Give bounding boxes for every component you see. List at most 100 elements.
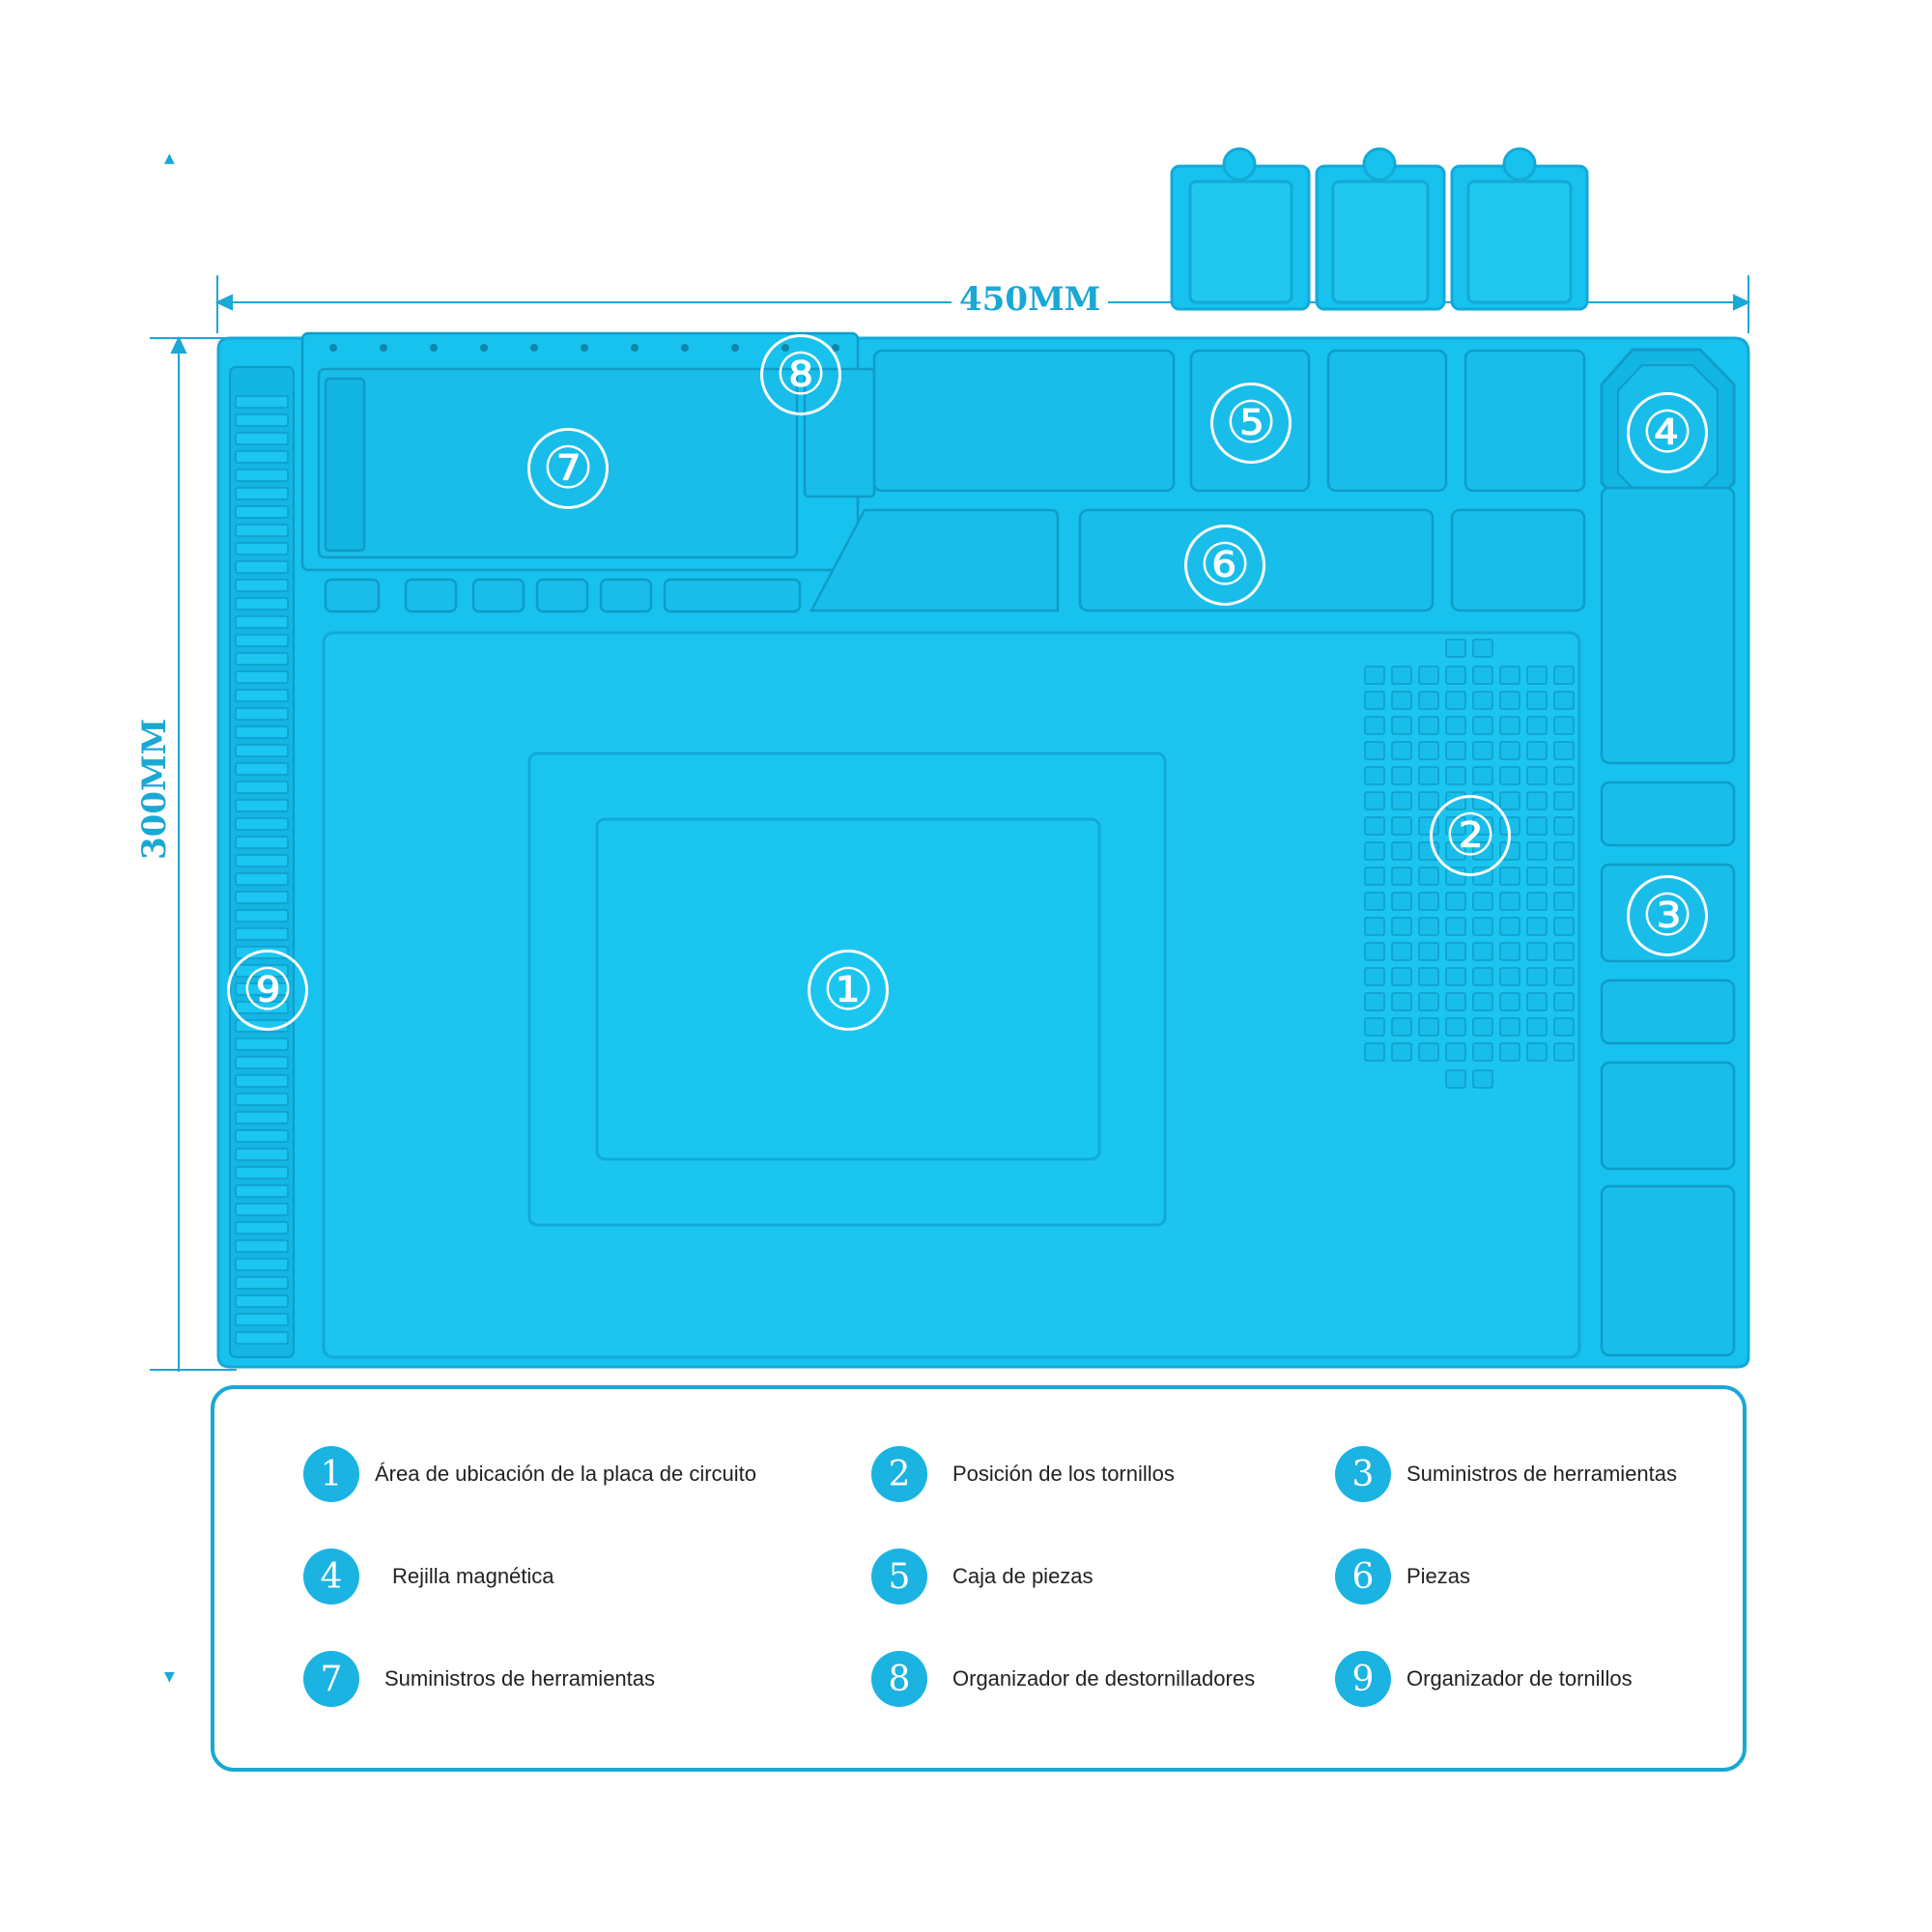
screw-cell	[1553, 741, 1575, 760]
marker-3: ③	[1627, 875, 1708, 956]
marker-4: ④	[1627, 392, 1708, 473]
screw-slot	[235, 652, 289, 666]
screw-slot	[235, 1203, 289, 1216]
screw-cell	[1553, 766, 1575, 785]
screw-cell	[1364, 741, 1385, 760]
bottom-arrow-icon: ▼	[164, 1669, 175, 1685]
screw-cell	[1553, 992, 1575, 1011]
screw-cell	[1364, 967, 1385, 986]
screw-cell	[1391, 741, 1412, 760]
screw-cell	[1472, 1069, 1493, 1089]
marker-2: ②	[1430, 795, 1511, 876]
screw-cell	[1418, 1042, 1439, 1062]
screw-cell	[1418, 766, 1439, 785]
screw-cell	[1445, 917, 1466, 936]
screw-slot	[235, 1258, 289, 1271]
legend-number-badge: 1	[303, 1446, 359, 1502]
marker-1: ①	[808, 950, 889, 1031]
screw-slot	[235, 615, 289, 629]
legend-label: Suministros de herramientas	[1406, 1462, 1678, 1486]
screw-cell	[1364, 766, 1385, 785]
screw-slot	[235, 1056, 289, 1069]
screw-slot	[235, 413, 289, 427]
screw-slot	[235, 1037, 289, 1051]
screw-slot	[235, 1111, 289, 1124]
screw-cell	[1553, 867, 1575, 886]
screw-cell	[1391, 942, 1412, 961]
screw-slot	[235, 689, 289, 702]
screw-cell	[1418, 666, 1439, 685]
screw-cell	[1418, 741, 1439, 760]
screw-slot	[235, 634, 289, 647]
screw-cell	[1472, 1017, 1493, 1037]
screw-cell	[1553, 666, 1575, 685]
legend-item-3: 3 Suministros de herramientas	[1335, 1445, 1677, 1503]
screw-cell	[1472, 942, 1493, 961]
legend-item-9: 9 Organizador de tornillos	[1335, 1650, 1633, 1708]
screw-cell	[1445, 639, 1466, 658]
screw-slot	[235, 432, 289, 445]
screw-slot	[235, 1239, 289, 1253]
marker-6: ⑥	[1184, 525, 1265, 606]
marker-7: ⑦	[527, 428, 609, 509]
parts-boxes-top	[1170, 147, 1589, 311]
svg-text:▲: ▲	[164, 151, 175, 166]
legend-number-badge: 8	[871, 1651, 927, 1707]
screw-slot	[235, 524, 289, 537]
screwdriver-hole	[480, 344, 488, 352]
screw-cell	[1499, 741, 1520, 760]
screwdriver-hole	[731, 344, 739, 352]
screw-cell	[1499, 766, 1520, 785]
screw-cell	[1391, 867, 1412, 886]
screw-slot	[235, 1074, 289, 1088]
screw-cell	[1553, 691, 1575, 710]
small-slot	[324, 578, 381, 613]
screw-cell	[1364, 791, 1385, 810]
screw-cell	[1472, 716, 1493, 735]
screw-slot	[235, 707, 289, 721]
screw-cell	[1391, 766, 1412, 785]
screw-cell	[1364, 992, 1385, 1011]
screw-cell	[1526, 816, 1548, 836]
marker-9: ⑨	[227, 950, 308, 1031]
marker-8: ⑧	[760, 334, 841, 415]
screwdriver-hole	[430, 344, 438, 352]
screw-cell	[1445, 967, 1466, 986]
screw-cell	[1418, 867, 1439, 886]
screw-cell	[1499, 716, 1520, 735]
screw-cell	[1364, 917, 1385, 936]
legend-number-badge: 7	[303, 1651, 359, 1707]
screw-slot	[235, 1221, 289, 1235]
small-slot	[535, 578, 589, 613]
legend-item-4: 4 Rejilla magnética	[303, 1548, 554, 1605]
legend-label: Organizador de destornilladores	[952, 1666, 1256, 1690]
screw-cell	[1472, 766, 1493, 785]
legend-label: Caja de piezas	[952, 1564, 1094, 1588]
screw-cell	[1445, 691, 1466, 710]
screw-cell	[1364, 1042, 1385, 1062]
screw-slot	[235, 395, 289, 409]
screw-cell	[1526, 741, 1548, 760]
legend-number-badge: 6	[1335, 1548, 1391, 1605]
screw-cell	[1445, 992, 1466, 1011]
legend-label: Piezas	[1406, 1564, 1471, 1588]
screw-cell	[1418, 967, 1439, 986]
screw-slot	[235, 542, 289, 555]
screw-cell	[1364, 816, 1385, 836]
screw-cell	[1553, 942, 1575, 961]
small-slot	[599, 578, 653, 613]
screw-cell	[1526, 716, 1548, 735]
screwdriver-hole	[681, 344, 689, 352]
screw-slot	[235, 891, 289, 904]
workstation-mat-diagram: ▲	[150, 147, 1751, 1372]
screw-cell	[1391, 666, 1412, 685]
screw-slot	[235, 1184, 289, 1198]
screw-slot	[235, 597, 289, 611]
screw-cell	[1472, 639, 1493, 658]
screw-slot	[235, 872, 289, 886]
screw-cell	[1526, 917, 1548, 936]
screwdriver-hole	[631, 344, 639, 352]
legend-item-1: 1 Área de ubicación de la placa de circu…	[303, 1445, 756, 1503]
height-dimension-label: 300MM	[135, 710, 174, 867]
screw-cell	[1526, 691, 1548, 710]
